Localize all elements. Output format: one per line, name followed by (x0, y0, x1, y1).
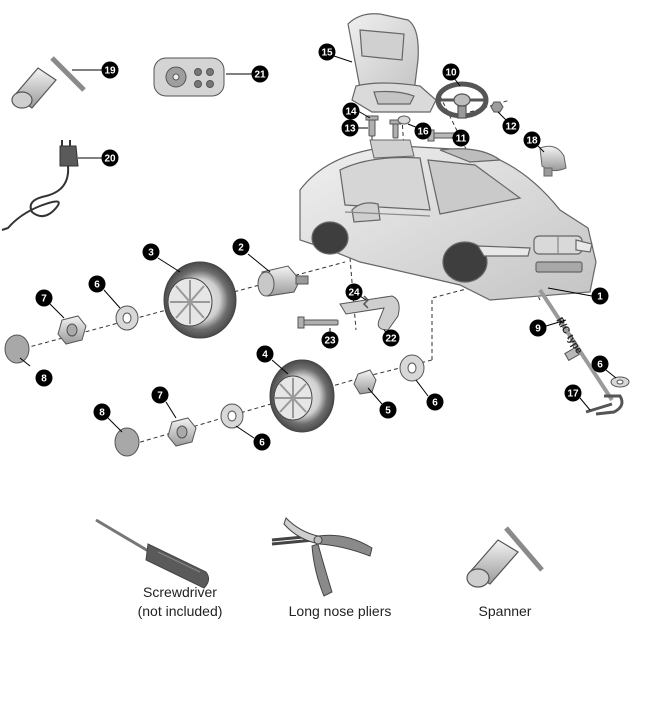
svg-text:7: 7 (41, 294, 47, 305)
callout-1: 1 (547, 287, 609, 305)
svg-text:12: 12 (505, 122, 517, 133)
screw-11 (427, 129, 457, 142)
washer-6-steering (610, 376, 630, 388)
svg-text:8: 8 (41, 374, 47, 385)
svg-text:6: 6 (259, 438, 265, 449)
callout-6-c: 6 (415, 379, 444, 411)
callout-6-d: 6 (591, 355, 617, 379)
hub-cap-8-lower (114, 427, 140, 457)
callout-18: 18 (523, 131, 545, 153)
svg-text:5: 5 (385, 406, 391, 417)
svg-text:20: 20 (104, 154, 116, 165)
svg-text:21: 21 (254, 70, 266, 81)
spanner-tool-illustration (466, 526, 544, 588)
svg-text:11: 11 (456, 134, 467, 145)
screw-14 (389, 119, 402, 139)
washer-16 (397, 115, 411, 125)
spanner-part-icon (11, 56, 86, 109)
svg-text:14: 14 (345, 107, 357, 118)
svg-text:3: 3 (148, 248, 154, 259)
callout-4: 4 (256, 345, 289, 375)
front-bracket-22 (339, 295, 400, 331)
gearbox (257, 265, 309, 297)
seat (347, 13, 437, 113)
steering-rod (538, 288, 624, 416)
svg-text:23: 23 (324, 336, 336, 347)
svg-text:6: 6 (94, 280, 100, 291)
callout-8-a: 8 (19, 357, 53, 387)
svg-text:18: 18 (526, 136, 538, 147)
svg-text:6: 6 (432, 398, 438, 409)
seat-bracket (369, 139, 415, 159)
callout-7-b: 7 (151, 386, 177, 419)
remote-control (153, 57, 225, 97)
nut-7-upper (57, 315, 87, 345)
bolt-23 (297, 316, 339, 329)
svg-text:19: 19 (104, 66, 116, 77)
svg-text:24: 24 (348, 288, 360, 299)
svg-text:10: 10 (445, 68, 457, 79)
screwdriver-label: Screwdriver (143, 584, 217, 600)
washer-6-lower (220, 403, 244, 429)
callout-13: 13 (341, 119, 368, 137)
svg-text:15: 15 (321, 48, 333, 59)
callout-20: 20 (78, 149, 119, 167)
nut-7-lower (167, 417, 197, 447)
callout-21: 21 (226, 65, 269, 83)
svg-text:1: 1 (597, 292, 603, 303)
spring-24 (362, 295, 370, 309)
svg-text:6: 6 (597, 360, 603, 371)
callout-11: 11 (452, 129, 470, 147)
callout-7-a: 7 (35, 289, 65, 319)
rear-wheel-upper (163, 261, 237, 339)
callout-2: 2 (232, 238, 271, 273)
steering-wheel (435, 81, 489, 119)
callout-23: 23 (321, 328, 339, 349)
svg-text:8: 8 (99, 408, 105, 419)
screwdriver-note: (not included) (137, 603, 223, 619)
callout-5: 5 (367, 387, 397, 419)
part-18 (539, 145, 567, 177)
callout-22: 22 (382, 329, 400, 347)
callout-markers: 1 2 3 4 5 6 6 (19, 43, 617, 451)
callout-12: 12 (497, 111, 520, 135)
svg-text:17: 17 (567, 389, 579, 400)
washer-6-right (399, 354, 425, 382)
callout-17: 17 (564, 384, 591, 411)
hub-cap-8-upper (4, 334, 30, 364)
svg-text:13: 13 (344, 124, 356, 135)
nut-12 (490, 101, 504, 113)
svg-text:16: 16 (417, 127, 429, 138)
callout-10: 10 (442, 63, 461, 87)
callout-3: 3 (142, 243, 181, 273)
car-body (299, 145, 597, 301)
rear-wheel-lower (269, 359, 335, 433)
callout-24: 24 (345, 283, 367, 301)
svg-text:2: 2 (238, 243, 244, 254)
callout-8-b: 8 (93, 403, 123, 433)
callout-9: 9 (529, 319, 567, 337)
svg-text:7: 7 (157, 391, 163, 402)
svg-text:22: 22 (385, 334, 397, 345)
callout-6-b: 6 (235, 425, 271, 451)
callout-6-a: 6 (88, 275, 121, 309)
screwdriver-illustration (95, 518, 210, 589)
pliers-label: Long nose pliers (288, 603, 392, 619)
callout-19: 19 (72, 61, 119, 79)
spanner-label: Spanner (478, 603, 532, 619)
callout-16: 16 (407, 122, 432, 140)
charger (1, 140, 79, 231)
bushing-5 (353, 369, 377, 395)
screw-13 (365, 115, 379, 137)
washer-6-upper (115, 305, 139, 331)
long-nose-pliers-illustration (271, 517, 373, 597)
callout-15: 15 (318, 43, 353, 63)
callout-14: 14 (342, 102, 371, 120)
svg-text:4: 4 (262, 350, 268, 361)
svg-text:9: 9 (535, 324, 541, 335)
